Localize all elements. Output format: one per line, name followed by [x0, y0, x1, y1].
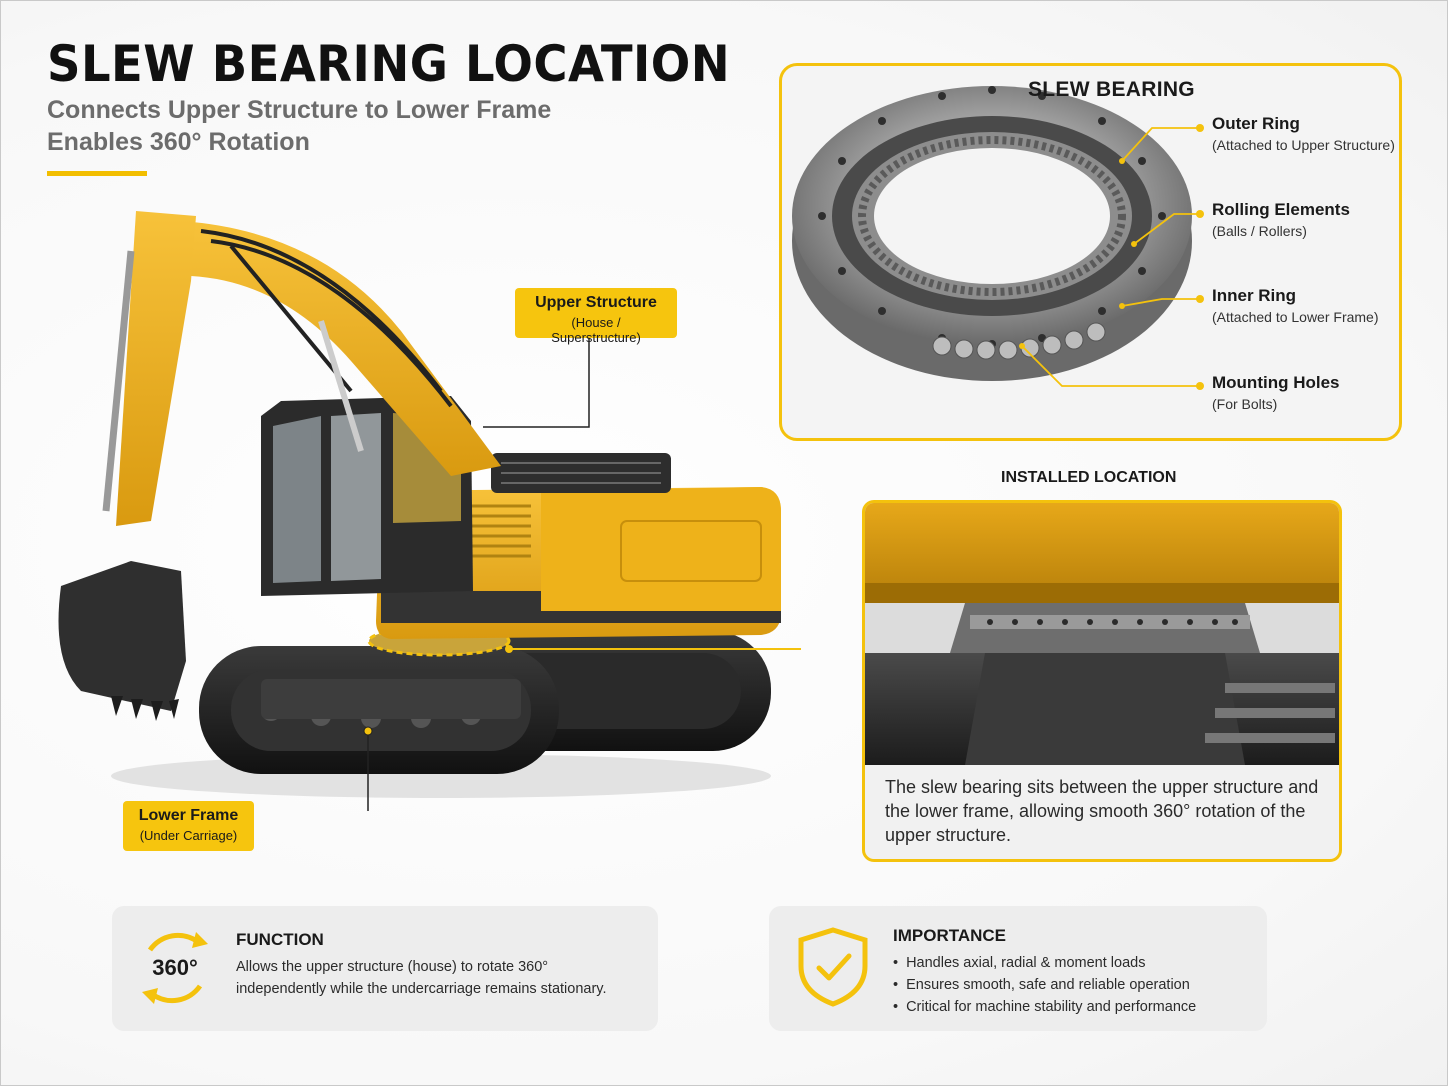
part-mounting-holes: Mounting Holes (For Bolts) [1212, 373, 1339, 412]
importance-item: Handles axial, radial & moment loads [893, 952, 1196, 974]
part-subtitle: (For Bolts) [1212, 396, 1278, 412]
installed-location-panel: The slew bearing sits between the upper … [862, 500, 1342, 862]
part-title: Outer Ring [1212, 114, 1300, 133]
callout-upper-structure: Upper Structure (House / Superstructure) [515, 288, 677, 345]
excavator-illustration [58, 211, 801, 811]
bearing-panel-title: SLEW BEARING [1028, 78, 1195, 101]
importance-item: Ensures smooth, safe and reliable operat… [893, 974, 1196, 996]
importance-item: Critical for machine stability and perfo… [893, 996, 1196, 1018]
callout-lower-frame: Lower Frame (Under Carriage) [123, 801, 254, 851]
part-subtitle: (Attached to Lower Frame) [1212, 309, 1379, 325]
function-card: 360° FUNCTION Allows the upper structure… [112, 906, 658, 1031]
callout-lower-title: Lower Frame [138, 807, 239, 824]
installed-location-label: INSTALLED LOCATION [1001, 469, 1177, 486]
part-rolling-elements: Rolling Elements (Balls / Rollers) [1212, 200, 1350, 239]
part-title: Inner Ring [1212, 286, 1297, 305]
rotate-360-label: 360° [152, 955, 198, 980]
part-title: Rolling Elements [1212, 200, 1350, 219]
callout-upper-subtitle: (House / Superstructure) [551, 315, 641, 345]
callout-upper-title: Upper Structure [535, 294, 657, 311]
installed-bearing-photo [865, 503, 1339, 765]
importance-card: IMPORTANCE Handles axial, radial & momen… [769, 906, 1267, 1031]
part-subtitle: (Attached to Upper Structure) [1212, 137, 1395, 153]
subtitle-line-2: Enables 360° Rotation [47, 128, 310, 156]
callout-lower-subtitle: (Under Carriage) [139, 828, 238, 843]
function-text: Allows the upper structure (house) to ro… [236, 959, 607, 997]
shield-check-icon [798, 927, 868, 1007]
part-title: Mounting Holes [1212, 373, 1340, 392]
page-title: SLEW BEARING LOCATION [47, 35, 731, 93]
title-underline [47, 171, 147, 176]
part-inner-ring: Inner Ring (Attached to Lower Frame) [1212, 286, 1379, 325]
importance-title: IMPORTANCE [893, 926, 1007, 945]
part-outer-ring: Outer Ring (Attached to Upper Structure) [1212, 114, 1395, 153]
function-title: FUNCTION [236, 930, 324, 949]
rotate-360-icon: 360° [132, 920, 218, 1016]
part-subtitle: (Balls / Rollers) [1212, 223, 1307, 239]
importance-list: Handles axial, radial & moment loads Ens… [893, 952, 1196, 1018]
slew-bearing-panel: SLEW BEARING Outer Ring (Attached to Upp… [779, 63, 1402, 441]
installed-description: The slew bearing sits between the upper … [885, 777, 1319, 845]
slew-bearing-illustration [792, 86, 1204, 390]
subtitle-line-1: Connects Upper Structure to Lower Frame [47, 96, 552, 124]
